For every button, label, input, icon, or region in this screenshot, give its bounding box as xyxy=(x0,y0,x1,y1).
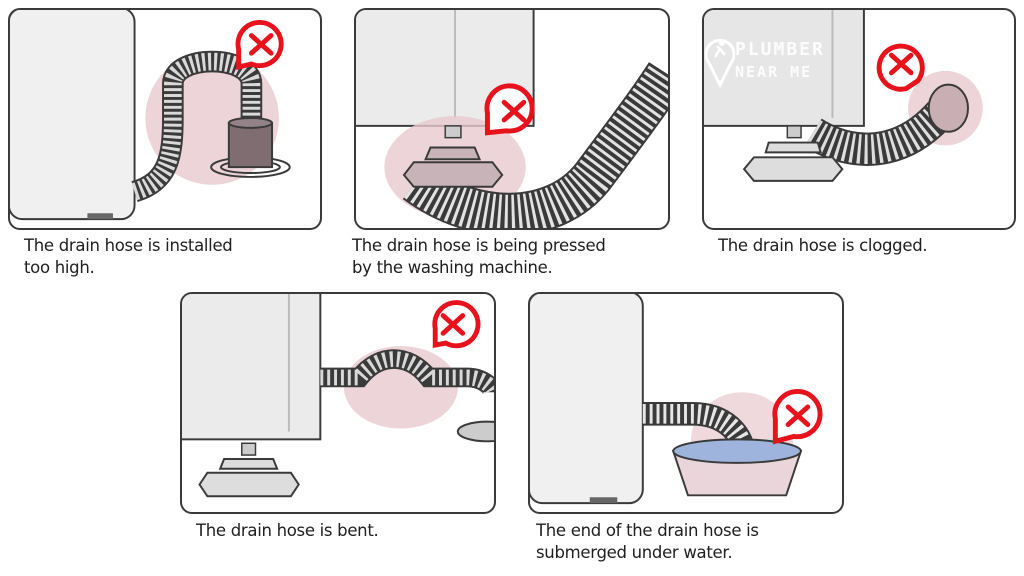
illustration-hose-submerged xyxy=(530,294,823,505)
illustration-hose-clogged xyxy=(704,10,983,182)
panel-hose-submerged xyxy=(528,292,844,514)
panel-hose-clogged xyxy=(702,8,1016,230)
illustration-hose-pressed xyxy=(356,10,668,228)
caption-hose-clogged: The drain hose is clogged. xyxy=(718,236,928,255)
illustration-hose-bent xyxy=(182,294,494,498)
caption-hose-submerged: The end of the drain hose is submerged u… xyxy=(536,521,759,562)
caption-hose-bent: The drain hose is bent. xyxy=(196,521,379,540)
illustration-hose-too-high xyxy=(10,10,291,221)
x-error-icon xyxy=(772,389,823,445)
panel-hose-bent xyxy=(180,292,496,514)
x-error-icon xyxy=(235,19,284,71)
caption-hose-too-high: The drain hose is installed too high. xyxy=(24,236,233,277)
x-error-icon xyxy=(876,43,925,92)
caption-hose-pressed: The drain hose is being pressed by the w… xyxy=(352,236,606,277)
panel-hose-pressed xyxy=(354,8,670,230)
x-error-icon xyxy=(484,83,535,136)
x-error-icon xyxy=(432,300,481,349)
watermark-line1: PLUMBER xyxy=(735,39,825,60)
running-man-pin-icon xyxy=(705,38,735,88)
watermark-line2: NEAR ME xyxy=(735,63,813,81)
plumber-near-me-watermark: PLUMBER NEAR ME xyxy=(705,33,855,88)
panel-hose-too-high xyxy=(8,8,322,230)
